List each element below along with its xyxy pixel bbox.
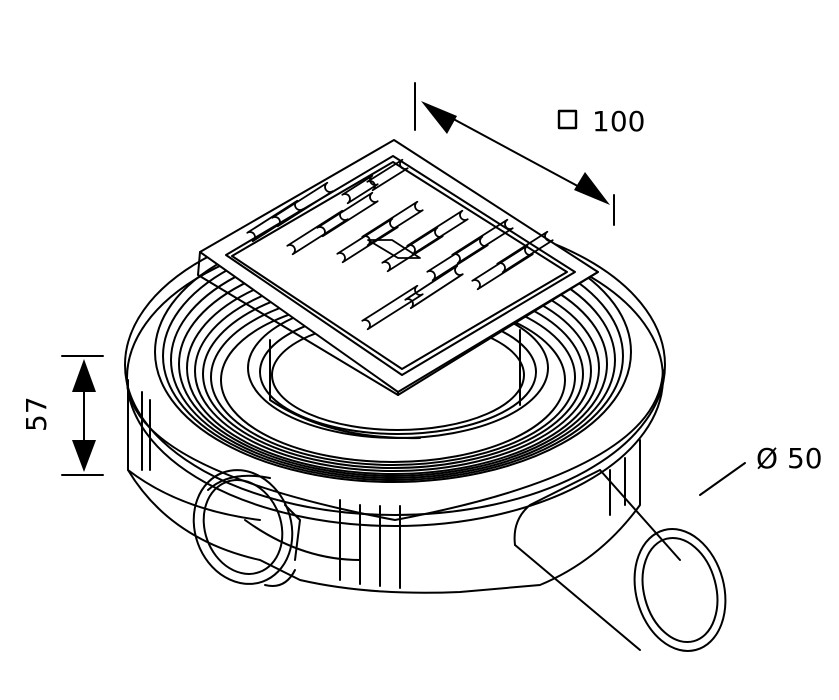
arrow-head-100-end [574,172,610,205]
grate-slots [246,158,554,331]
grate-slot [316,191,379,238]
grate-slot [336,217,399,264]
grate-slot [246,199,304,243]
grate-slot [361,200,424,247]
grate-slot [451,218,514,265]
grate-slot [286,209,349,256]
dimension-diameter-label: Ø 50 [756,442,823,475]
diameter-leader-line [699,462,746,496]
grate-slot [361,284,424,331]
grate [197,139,599,396]
drain-body [127,379,641,594]
dimension-57-label: 57 [20,396,53,432]
grate-slot [381,226,444,273]
outlet-pipe [513,469,727,652]
grate-logo-plate [367,239,421,259]
grate-slot [426,235,489,282]
square-symbol [557,109,578,130]
dimension-100-label: 100 [592,105,645,138]
side-inlet [192,469,301,587]
arrow-head-57-bottom [72,440,96,472]
grate-slot [404,264,464,310]
dimension-100-line [414,82,615,226]
arrow-head-57-top [72,359,96,392]
grate-slot [496,230,554,274]
grate-slot [366,158,409,192]
arrow-head-100-start [421,101,457,134]
grate-slot [271,181,334,228]
grate-slot [471,244,534,291]
